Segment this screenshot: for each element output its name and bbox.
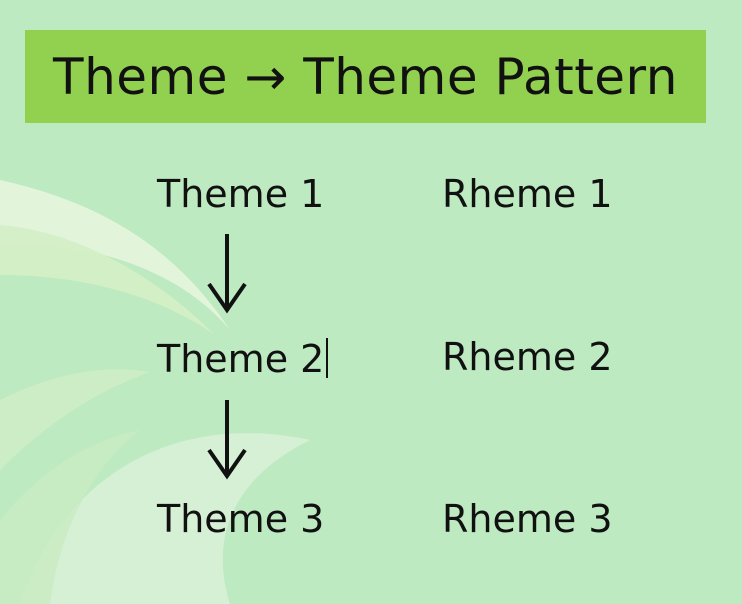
theme-3-label: Theme 3	[157, 497, 325, 541]
rheme-1-label: Rheme 1	[442, 172, 613, 216]
slide-title: Theme → Theme Pattern	[53, 47, 678, 106]
theme-1-label: Theme 1	[157, 172, 325, 216]
rheme-3-label: Rheme 3	[442, 497, 613, 541]
down-arrow-icon	[207, 234, 247, 314]
rheme-2-label: Rheme 2	[442, 335, 613, 379]
down-arrow-icon	[207, 400, 247, 480]
text-cursor	[326, 338, 329, 378]
title-bar: Theme → Theme Pattern	[25, 30, 706, 123]
theme-2-row: Theme 2	[157, 337, 329, 381]
theme-2-label: Theme 2	[157, 337, 325, 381]
